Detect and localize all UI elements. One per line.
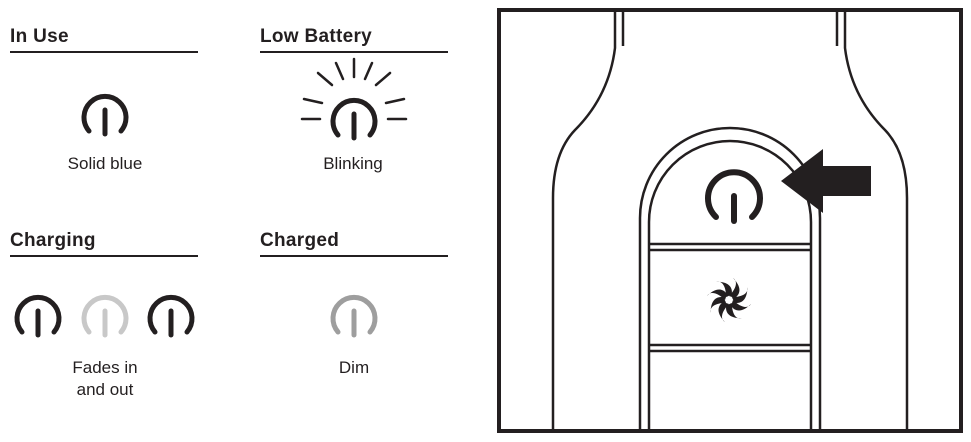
arrow-left-icon [781, 149, 871, 213]
low-battery-divider [260, 51, 448, 53]
power-icon [705, 169, 763, 224]
charging-divider [10, 255, 198, 257]
charged-heading: Charged [260, 230, 340, 251]
power-icon-faded [81, 294, 129, 338]
in-use-heading: In Use [10, 26, 69, 47]
blinking-power-icon [300, 57, 408, 141]
fan-icon [707, 278, 751, 322]
in-use-caption: Solid blue [67, 154, 143, 173]
charging-caption: Fades in and out [40, 357, 170, 401]
in-use-divider [10, 51, 198, 53]
power-icon [81, 93, 129, 137]
charged-caption: Dim [338, 358, 370, 377]
low-battery-caption: Blinking [323, 154, 383, 173]
charging-heading: Charging [10, 230, 96, 251]
device-illustration [497, 8, 963, 433]
power-icon-dark-1 [14, 294, 62, 338]
charged-divider [260, 255, 448, 257]
low-battery-heading: Low Battery [260, 26, 373, 47]
power-icon-dark-2 [147, 294, 195, 338]
power-icon-dim [330, 294, 378, 338]
charging-caption-line-2: and out [76, 380, 134, 399]
charging-caption-line-1: Fades in [72, 358, 138, 377]
